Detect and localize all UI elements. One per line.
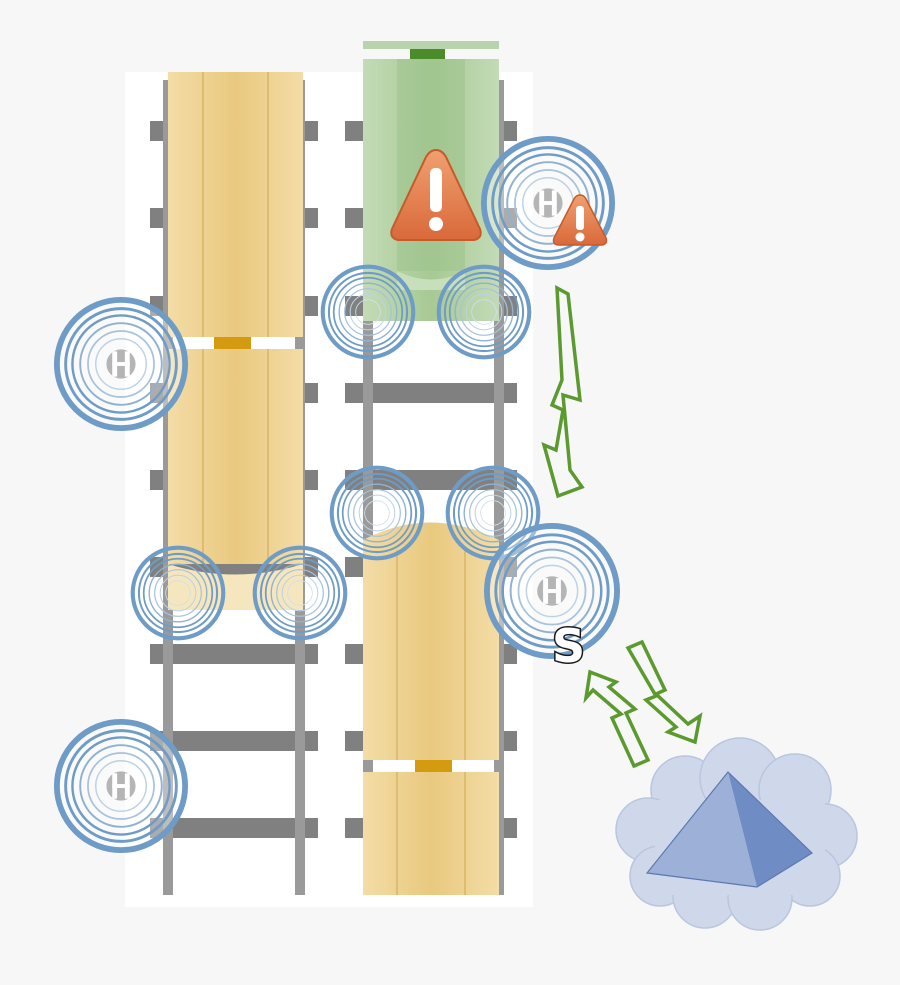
lightning-link-icon bbox=[583, 669, 651, 769]
warning-icon bbox=[390, 148, 482, 241]
right-train bbox=[363, 522, 499, 895]
pyramid-icon bbox=[645, 771, 813, 888]
lightning-link-icon bbox=[541, 284, 585, 499]
lightning-link-icon bbox=[625, 639, 703, 745]
station-s-label: S bbox=[552, 619, 585, 673]
station-sensor-icon bbox=[57, 300, 185, 428]
left-train bbox=[168, 72, 303, 610]
station-sensor-icon bbox=[484, 139, 612, 267]
station-sensor-icon bbox=[57, 722, 185, 850]
warning-icon bbox=[552, 194, 608, 246]
